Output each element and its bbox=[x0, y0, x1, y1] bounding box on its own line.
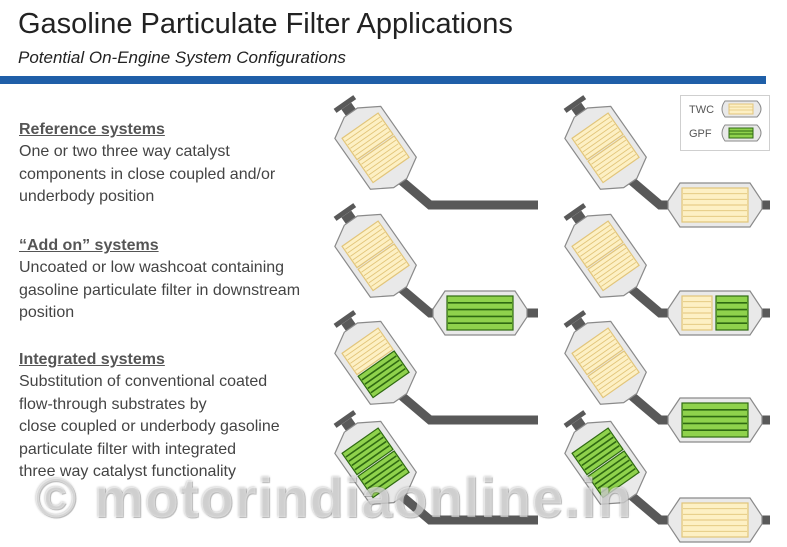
legend-gpf-swatch bbox=[721, 124, 762, 142]
config-integrated-1 bbox=[333, 310, 538, 425]
section-line: three way catalyst functionality bbox=[19, 463, 236, 480]
section-body: One or two three way catalyst components… bbox=[19, 141, 349, 209]
close-coupled-converter bbox=[563, 203, 647, 298]
config-reference-1 bbox=[333, 95, 538, 210]
section-heading: “Add on” systems bbox=[19, 237, 159, 254]
config-addon-2 bbox=[563, 203, 770, 336]
section-body: Substitution of conventional coated flow… bbox=[19, 371, 349, 484]
legend: TWC GPF bbox=[680, 95, 770, 151]
section-line: One or two three way catalyst bbox=[19, 143, 230, 160]
section-line: underbody position bbox=[19, 188, 155, 205]
underbody-converter bbox=[432, 290, 528, 336]
section-heading: Reference systems bbox=[19, 121, 165, 138]
legend-swatches bbox=[721, 100, 762, 142]
config-integrated-2 bbox=[563, 310, 770, 443]
underbody-converter bbox=[667, 397, 763, 443]
legend-twc-swatch bbox=[721, 100, 762, 118]
close-coupled-converter bbox=[333, 310, 417, 405]
section-line: flow-through substrates by bbox=[19, 395, 207, 413]
underbody-converter bbox=[667, 497, 763, 543]
underbody-converter bbox=[667, 290, 763, 336]
section-body: Uncoated or low washcoat containing gaso… bbox=[19, 257, 349, 325]
exhaust-pipe bbox=[394, 173, 538, 210]
config-reference-2 bbox=[563, 95, 770, 228]
section-reference-systems: Reference systems One or two three way c… bbox=[19, 119, 349, 209]
section-line: Uncoated or low washcoat containing bbox=[19, 259, 285, 276]
section-heading: Integrated systems bbox=[19, 351, 165, 368]
underbody-converter bbox=[667, 182, 763, 228]
close-coupled-converter bbox=[563, 95, 647, 190]
legend-twc-label: TWC bbox=[689, 104, 715, 116]
section-line: gasoline particulate filter in downstrea… bbox=[19, 281, 301, 299]
config-integrated-4 bbox=[563, 410, 770, 543]
section-line: Substitution of conventional coated bbox=[19, 373, 268, 390]
config-integrated-3 bbox=[333, 410, 538, 525]
page-title: Gasoline Particulate Filter Applications bbox=[18, 8, 513, 40]
close-coupled-converter bbox=[333, 95, 417, 190]
header-divider bbox=[0, 76, 766, 84]
close-coupled-converter bbox=[563, 410, 647, 505]
close-coupled-converter bbox=[333, 410, 417, 505]
section-line: close coupled or underbody gasoline bbox=[19, 418, 280, 435]
section-add-on-systems: “Add on” systems Uncoated or low washcoa… bbox=[19, 235, 349, 325]
exhaust-pipe bbox=[394, 388, 538, 425]
config-addon-1 bbox=[333, 203, 538, 336]
section-line: position bbox=[19, 304, 75, 321]
close-coupled-converter bbox=[333, 203, 417, 298]
legend-gpf-label: GPF bbox=[689, 128, 712, 140]
close-coupled-converter bbox=[563, 310, 647, 405]
page-subtitle: Potential On-Engine System Configuration… bbox=[18, 48, 346, 67]
section-line: particulate filter with integrated bbox=[19, 440, 236, 458]
section-line: components in close coupled and/or bbox=[19, 165, 276, 183]
exhaust-pipe bbox=[394, 488, 538, 525]
section-integrated-systems: Integrated systems Substitution of conve… bbox=[19, 349, 349, 484]
